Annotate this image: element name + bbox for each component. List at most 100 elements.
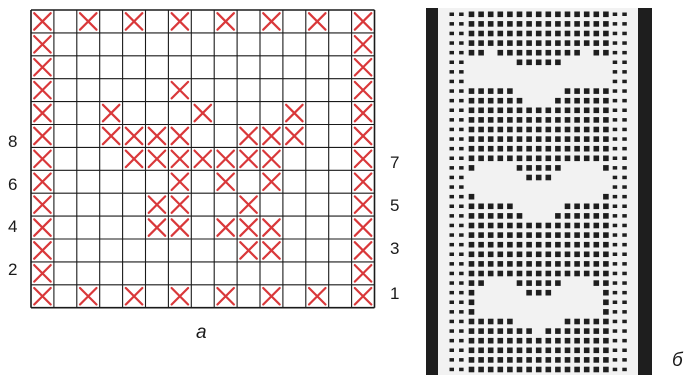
mesh-hole <box>594 98 600 104</box>
mesh-hole <box>546 31 552 37</box>
row-number-left-8: 8 <box>8 132 17 152</box>
cross-mark <box>126 288 143 305</box>
mesh-hole <box>565 319 571 325</box>
mesh-hole <box>594 357 600 363</box>
cross-mark <box>34 242 51 259</box>
mesh-hole <box>584 146 590 152</box>
mesh-hole <box>459 109 464 113</box>
mesh-hole <box>507 242 513 248</box>
mesh-hole <box>603 319 609 325</box>
cross-mark <box>286 105 303 122</box>
mesh-hole <box>622 80 627 84</box>
mesh-hole <box>622 224 627 228</box>
mesh-hole <box>488 261 494 267</box>
cross-mark <box>240 242 256 259</box>
mesh-hole <box>517 40 523 46</box>
mesh-hole <box>459 166 464 170</box>
mesh-hole <box>613 349 618 353</box>
mesh-hole <box>450 99 455 103</box>
mesh-hole <box>469 348 475 354</box>
cross-mark <box>34 82 51 99</box>
mesh-hole <box>498 136 504 142</box>
mesh-hole <box>622 22 627 26</box>
mesh-hole <box>469 319 475 325</box>
cross-mark <box>80 13 97 30</box>
cross-mark <box>240 151 256 168</box>
cross-mark <box>172 196 189 213</box>
mesh-hole <box>603 98 609 104</box>
cross-mark <box>172 151 189 168</box>
mesh-hole <box>507 12 513 18</box>
mesh-hole <box>469 204 475 210</box>
mesh-hole <box>536 252 542 258</box>
mesh-hole <box>459 70 464 74</box>
caption-b: б <box>672 350 683 372</box>
mesh-hole <box>507 88 513 94</box>
mesh-hole <box>459 262 464 266</box>
mesh-hole <box>469 136 475 142</box>
mesh-hole <box>603 223 609 229</box>
mesh-hole <box>546 242 552 248</box>
mesh-hole <box>536 156 542 162</box>
mesh-hole <box>459 272 464 276</box>
mesh-hole <box>536 127 542 133</box>
mesh-hole <box>565 338 571 344</box>
mesh-hole <box>584 31 590 37</box>
mesh-hole <box>459 32 464 36</box>
mesh-hole <box>574 31 580 37</box>
mesh-hole <box>478 223 484 229</box>
mesh-hole <box>565 146 571 152</box>
mesh-hole <box>478 338 484 344</box>
mesh-hole <box>574 223 580 229</box>
mesh-hole <box>507 50 513 56</box>
cross-mark <box>263 128 280 145</box>
mesh-hole <box>478 348 484 354</box>
mesh-hole <box>526 242 532 248</box>
cross-mark <box>355 219 372 236</box>
mesh-hole <box>536 21 542 27</box>
mesh-hole <box>517 136 523 142</box>
mesh-hole <box>450 349 455 353</box>
mesh-hole <box>498 213 504 219</box>
mesh-hole <box>536 40 542 46</box>
mesh-hole <box>459 13 464 17</box>
mesh-hole <box>459 51 464 55</box>
mesh-hole <box>574 213 580 219</box>
mesh-hole <box>478 40 484 46</box>
cross-mark <box>217 151 234 168</box>
mesh-hole <box>450 70 455 74</box>
cross-mark <box>172 288 189 305</box>
mesh-hole <box>459 339 464 343</box>
mesh-hole <box>498 40 504 46</box>
mesh-hole <box>603 242 609 248</box>
mesh-hole <box>517 12 523 18</box>
mesh-hole <box>459 118 464 122</box>
mesh-hole <box>498 328 504 334</box>
mesh-hole <box>613 310 618 314</box>
mesh-hole <box>469 50 475 56</box>
mesh-hole <box>450 358 455 362</box>
mesh-hole <box>574 204 580 210</box>
mesh-hole <box>613 205 618 209</box>
mesh-hole <box>594 31 600 37</box>
mesh-hole <box>478 367 484 373</box>
mesh-hole <box>546 252 552 258</box>
mesh-hole <box>622 118 627 122</box>
mesh-hole <box>622 339 627 343</box>
mesh-hole <box>603 204 609 210</box>
mesh-hole <box>613 185 618 189</box>
mesh-hole <box>613 301 618 305</box>
mesh-hole <box>507 223 513 229</box>
mesh-hole <box>584 117 590 123</box>
mesh-hole <box>622 32 627 36</box>
mesh-hole <box>622 89 627 93</box>
mesh-hole <box>526 271 532 277</box>
mesh-hole <box>478 204 484 210</box>
mesh-hole <box>507 21 513 27</box>
mesh-hole <box>565 12 571 18</box>
mesh-hole <box>507 348 513 354</box>
cross-mark <box>355 151 372 168</box>
mesh-hole <box>622 214 627 218</box>
mesh-hole <box>622 185 627 189</box>
mesh-hole <box>574 88 580 94</box>
